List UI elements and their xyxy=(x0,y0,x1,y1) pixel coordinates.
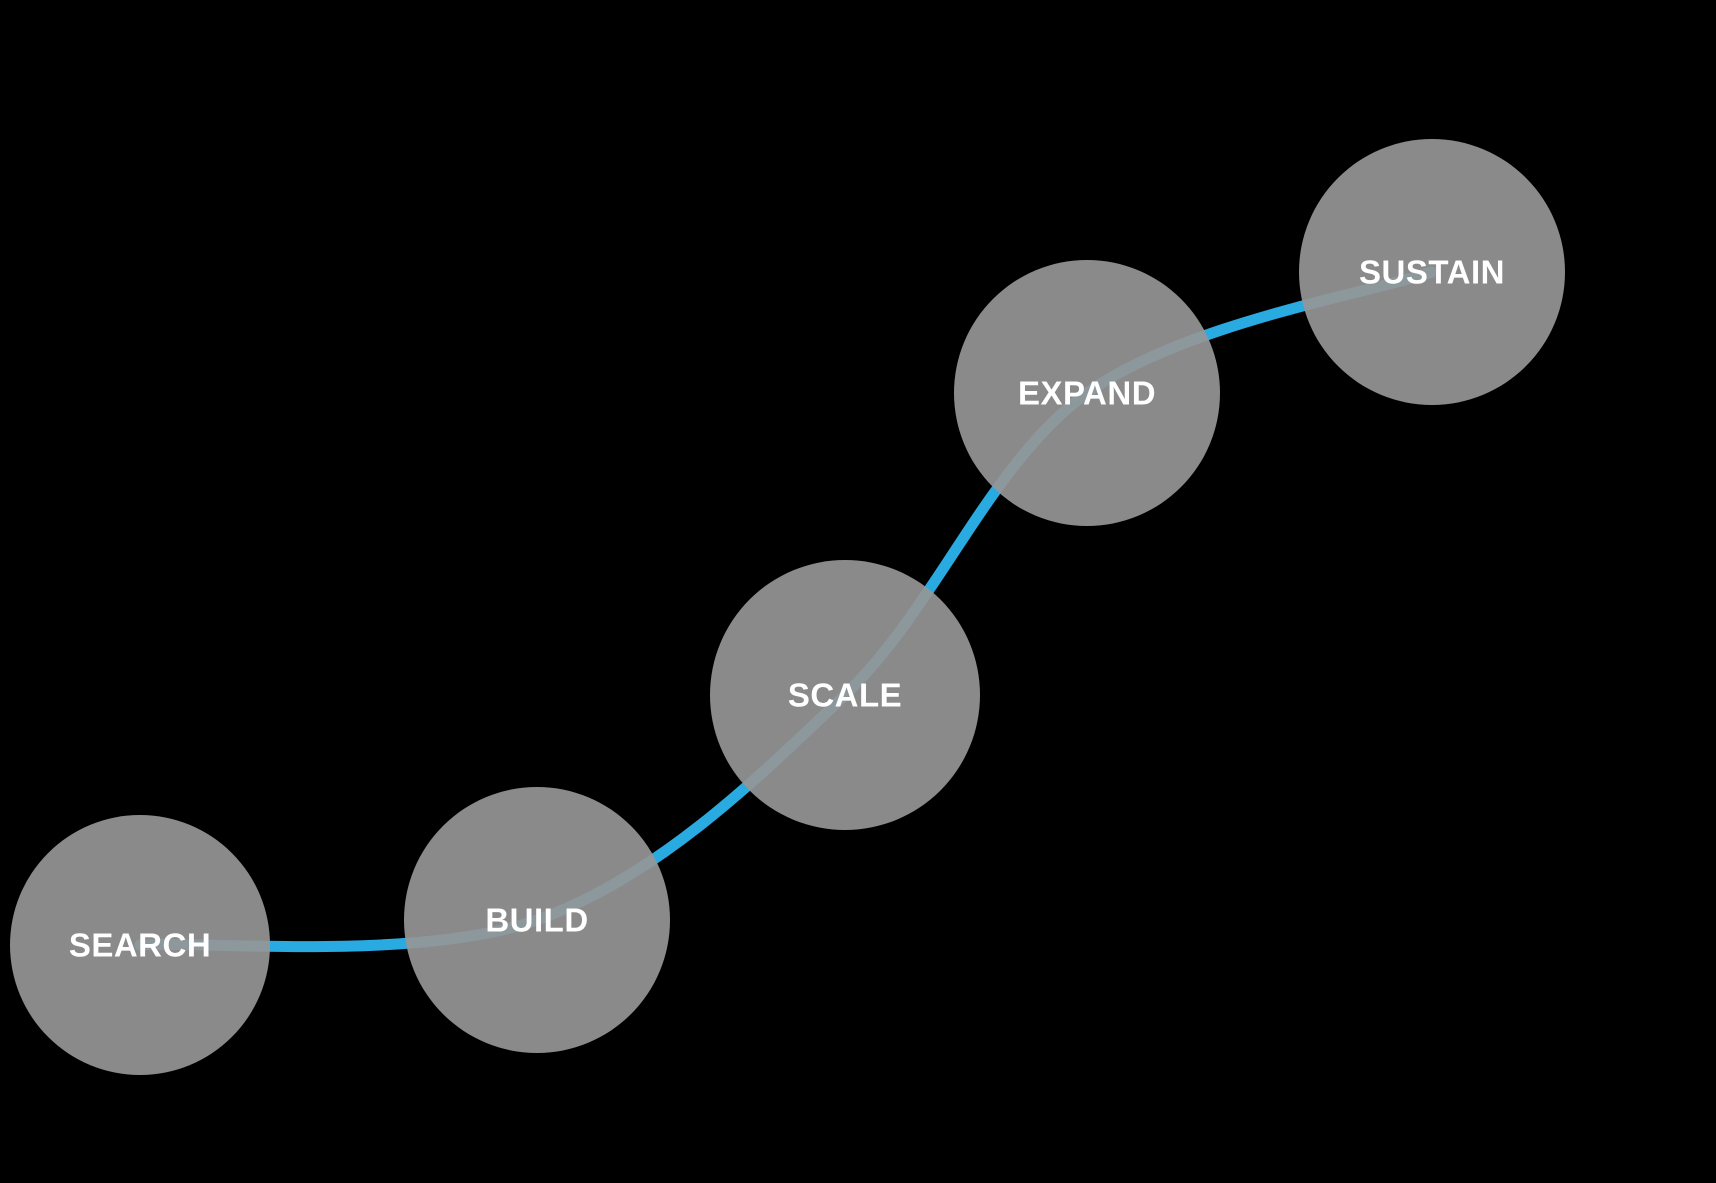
stage-node-expand: EXPAND xyxy=(954,260,1220,526)
stage-circle xyxy=(710,560,980,830)
stage-nodes-group: SEARCH BUILD SCALE EXPAND SUSTAIN xyxy=(10,139,1565,1075)
stage-label: SCALE xyxy=(788,677,902,714)
stage-node-scale: SCALE xyxy=(710,560,980,830)
stage-node-build: BUILD xyxy=(404,787,670,1053)
stage-circle xyxy=(1299,139,1565,405)
stage-label: BUILD xyxy=(485,902,588,939)
stage-circle xyxy=(954,260,1220,526)
stage-label: EXPAND xyxy=(1018,375,1156,412)
stage-circle xyxy=(10,815,270,1075)
stage-label: SUSTAIN xyxy=(1359,254,1505,291)
stage-node-search: SEARCH xyxy=(10,815,270,1075)
stage-circle xyxy=(404,787,670,1053)
stage-node-sustain: SUSTAIN xyxy=(1299,139,1565,405)
stage-label: SEARCH xyxy=(69,927,211,964)
